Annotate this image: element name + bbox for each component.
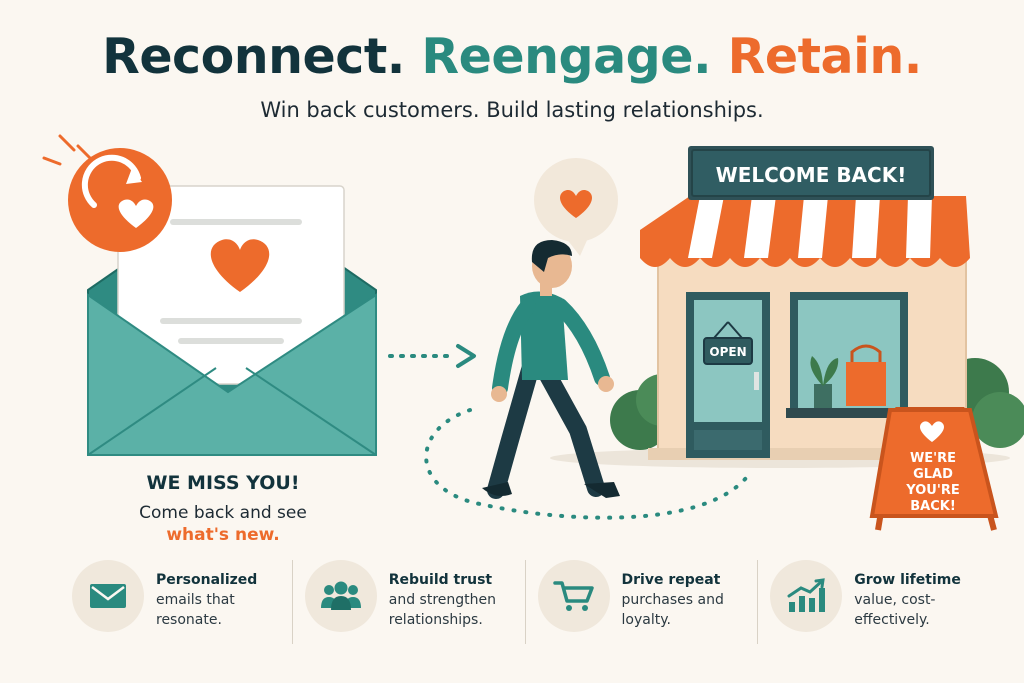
headline: Reconnect. Reengage. Retain. bbox=[0, 28, 1024, 85]
feature-line: resonate. bbox=[156, 612, 222, 628]
feature-line: effectively. bbox=[854, 612, 930, 628]
dotted-arrow bbox=[388, 344, 476, 368]
feature-personalized: Personalized emails that resonate. bbox=[60, 560, 292, 644]
feature-line: value, cost- bbox=[854, 592, 936, 608]
feature-title: Rebuild trust bbox=[388, 572, 493, 588]
storefront bbox=[610, 146, 1024, 531]
feature-line: emails that bbox=[156, 592, 235, 608]
board-line-1: WE'RE bbox=[910, 451, 956, 466]
badge-heart-icon bbox=[118, 199, 154, 228]
feature-title: Personalized bbox=[156, 572, 258, 588]
re-engage-badge bbox=[42, 134, 172, 252]
walking-person bbox=[482, 240, 620, 499]
headline-retain: Retain. bbox=[727, 28, 923, 85]
refresh-icon bbox=[81, 154, 141, 208]
letter-heart-icon bbox=[210, 239, 270, 292]
miss-you-line: Come back and see bbox=[139, 503, 307, 523]
speech-bubble bbox=[534, 158, 618, 256]
board-line-2: GLAD bbox=[913, 467, 953, 482]
cart-icon bbox=[537, 560, 610, 632]
open-sign-text: OPEN bbox=[709, 345, 746, 359]
board-line-4: BACK! bbox=[910, 499, 956, 514]
feature-line: purchases and bbox=[621, 592, 724, 608]
subheadline: Win back customers. Build lasting relati… bbox=[260, 98, 764, 122]
miss-you-title: WE MISS YOU! bbox=[146, 472, 300, 494]
envelope-icon bbox=[72, 560, 144, 632]
feature-trust: Rebuild trust and strengthen relationshi… bbox=[291, 560, 525, 644]
feature-row: Personalized emails that resonate. Rebui… bbox=[60, 560, 990, 644]
board-line-3: YOU'RE bbox=[905, 483, 959, 498]
store-sign-text: WELCOME BACK! bbox=[716, 163, 907, 187]
headline-reengage: Reengage. bbox=[421, 28, 712, 85]
growth-chart-icon bbox=[770, 560, 843, 632]
miss-you-accent: what's new. bbox=[166, 525, 280, 545]
envelope-illustration bbox=[87, 185, 377, 456]
headline-reconnect: Reconnect. bbox=[102, 28, 405, 85]
feature-title: Grow lifetime bbox=[854, 572, 961, 588]
people-icon bbox=[304, 560, 377, 632]
bubble-heart-icon bbox=[560, 189, 592, 218]
miss-you-message: WE MISS YOU! Come back and see what's ne… bbox=[92, 472, 354, 546]
feature-line: loyalty. bbox=[621, 612, 671, 628]
sandwich-board bbox=[869, 407, 999, 531]
feature-lifetime: Grow lifetime value, cost- effectively. bbox=[757, 560, 990, 644]
feature-repeat: Drive repeat purchases and loyalty. bbox=[524, 560, 758, 644]
feature-line: and strengthen bbox=[388, 592, 496, 608]
feature-line: relationships. bbox=[388, 612, 483, 628]
feature-title: Drive repeat bbox=[621, 572, 721, 588]
board-heart-icon bbox=[920, 421, 944, 442]
